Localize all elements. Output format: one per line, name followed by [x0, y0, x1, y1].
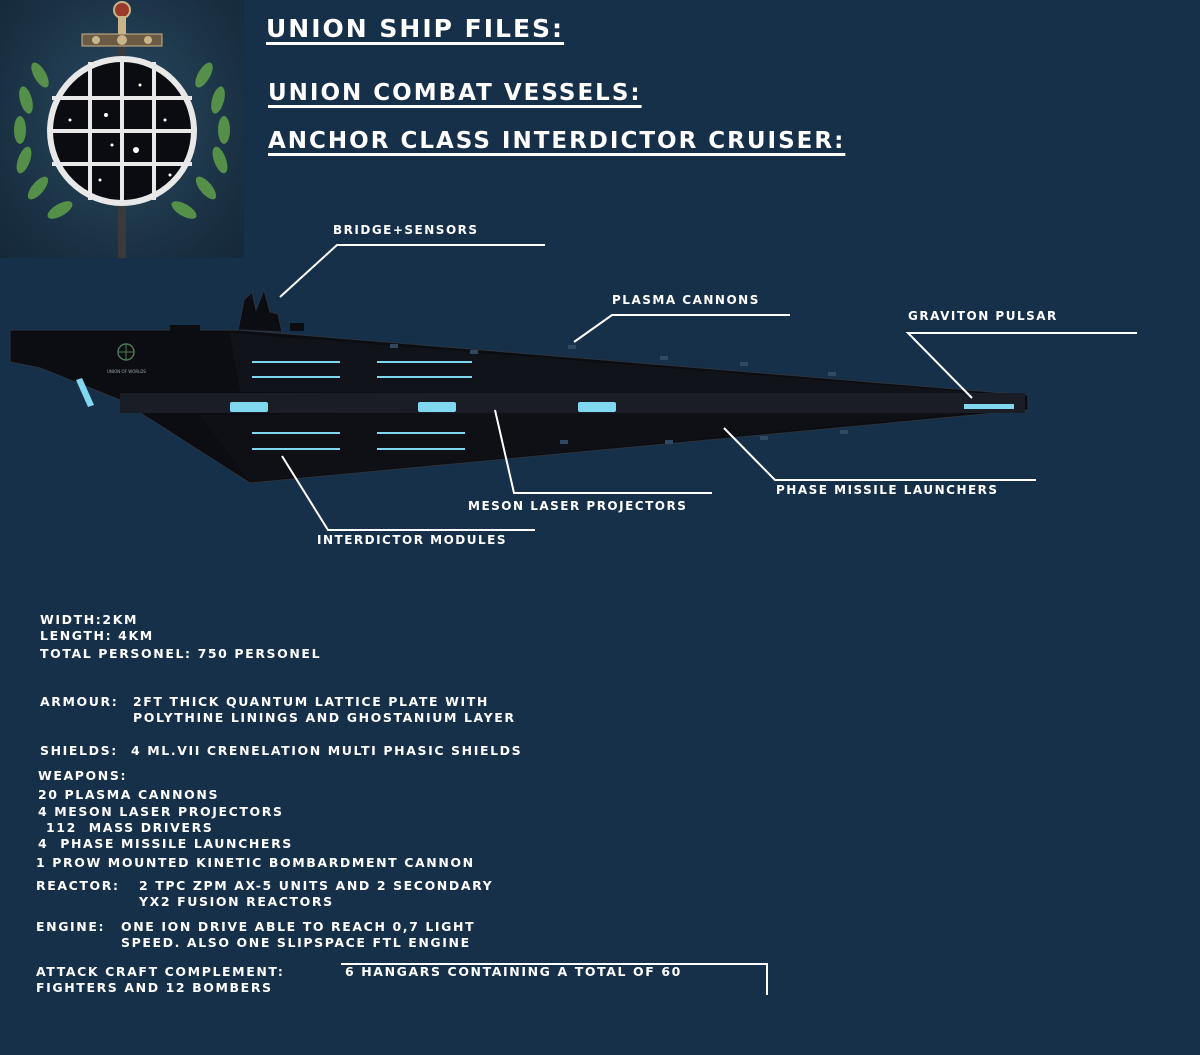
- spec-engine-line1: One ion drive able to reach 0,7 light: [121, 919, 476, 934]
- union-emblem-icon: [14, 1, 230, 258]
- spec-armour-label: Armour:: [40, 694, 119, 709]
- spec-reactor-line2: YX2 fusion reactors: [139, 894, 334, 909]
- spec-width: Width:2km: [40, 612, 139, 627]
- page-title: Union Ship Files:: [266, 14, 565, 43]
- callout-line-interdictor: [281, 455, 535, 531]
- callout-interdictor-modules: Interdictor Modules: [317, 533, 508, 547]
- callout-meson-laser: Meson Laser Projectors: [468, 499, 688, 513]
- weapon-item: 4 Meson Laser Projectors: [38, 804, 284, 819]
- spec-armour-line2: polythine linings and ghostanium layer: [133, 710, 516, 725]
- spec-shields-label: Shields:: [40, 743, 118, 758]
- callout-plasma-cannons: Plasma Cannons: [612, 293, 760, 307]
- weapon-item: 4 Phase Missile Launchers: [38, 836, 293, 851]
- callout-line-plasma: [573, 314, 790, 343]
- spec-armour-line1: 2ft thick quantum lattice plate with: [133, 694, 489, 709]
- callout-line-graviton: [905, 332, 1137, 399]
- spec-personnel: Total Personel: 750 Personel: [40, 646, 322, 661]
- ship-class-heading: Anchor Class Interdictor Cruiser:: [268, 128, 846, 154]
- spec-engine-label: Engine:: [36, 919, 106, 934]
- spec-weapons-label: Weapons:: [38, 768, 128, 783]
- hull-logo: [117, 343, 135, 361]
- spec-attack-line2: fighters and 12 bombers: [36, 980, 273, 995]
- ship-schematic: UNION OF WORLDS: [9, 244, 1137, 531]
- bridge-tower: [237, 288, 283, 333]
- spec-reactor-label: Reactor:: [36, 878, 120, 893]
- union-emblem: [0, 0, 244, 258]
- weapon-item: 1 Prow mounted kinetic bombardment canno…: [36, 855, 475, 870]
- weapon-item: 112 Mass Drivers: [46, 820, 214, 835]
- spec-reactor-line1: 2 TPC ZPM AX-5 units and 2 secondary: [139, 878, 494, 893]
- spec-shields-value: 4 ML.VII Crenelation Multi Phasic Shield…: [131, 743, 523, 758]
- callout-bridge-sensors: Bridge+Sensors: [333, 223, 479, 237]
- spec-attack-line1: 6 Hangars containing a total of 60: [345, 964, 682, 979]
- hull-logo-text: UNION OF WORLDS: [107, 369, 146, 374]
- section-subtitle: Union Combat Vessels:: [268, 80, 642, 106]
- callout-line-bridge: [279, 244, 545, 298]
- callout-graviton-pulsar: Graviton Pulsar: [908, 309, 1058, 323]
- callout-phase-missile: Phase Missile Launchers: [776, 483, 999, 497]
- spec-length: Length: 4km: [40, 628, 154, 643]
- spec-attack-label: Attack Craft Complement:: [36, 964, 285, 979]
- callout-line-meson: [494, 409, 712, 494]
- callout-line-phase: [723, 427, 1036, 481]
- spec-engine-line2: speed. Also one slipspace FTL engine: [121, 935, 471, 950]
- attack-text-box: [341, 963, 768, 995]
- weapon-item: 20 Plasma Cannons: [38, 787, 220, 802]
